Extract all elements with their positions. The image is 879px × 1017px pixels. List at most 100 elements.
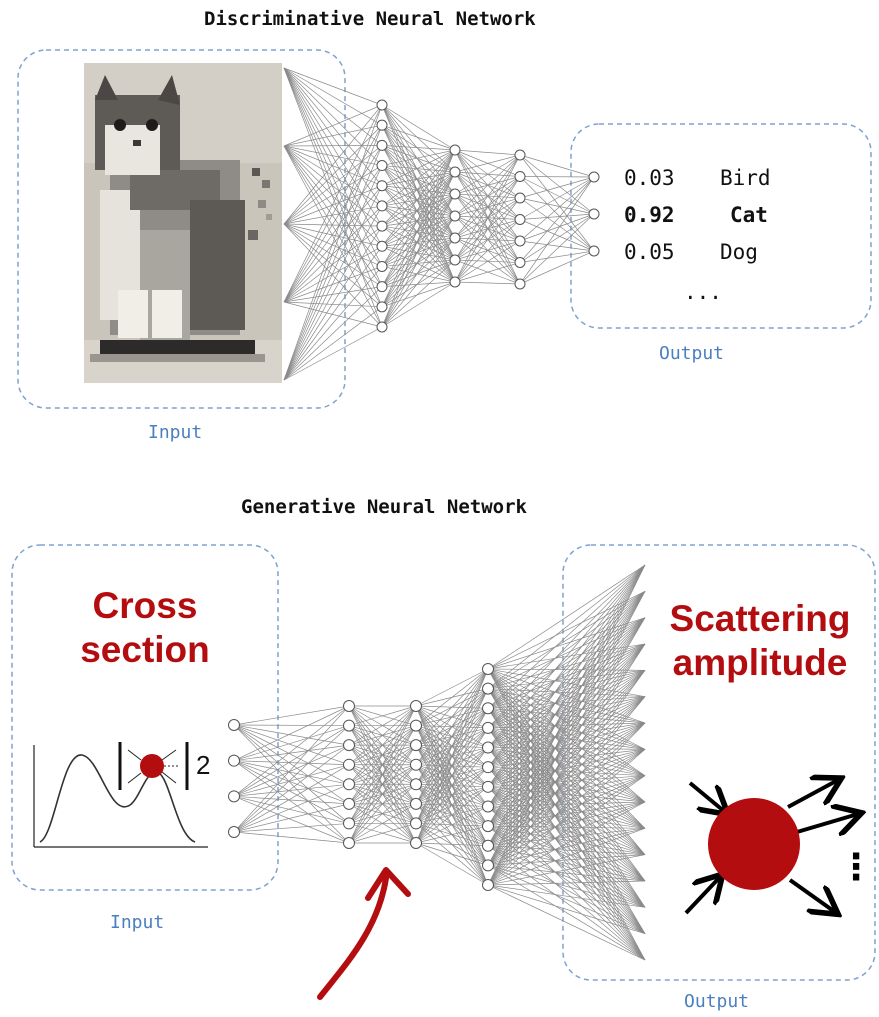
network-edge (381, 225, 456, 261)
network-edge (519, 213, 595, 263)
network-edge (487, 722, 646, 827)
network-edge (283, 67, 383, 287)
network-edge (348, 705, 417, 785)
network-edge (233, 796, 350, 844)
network-edge (487, 617, 646, 866)
network-edge (519, 154, 595, 215)
network-edge (283, 104, 383, 381)
network-edge (487, 617, 646, 827)
gen-output-label: Output (684, 991, 750, 1012)
network-edge (381, 149, 456, 267)
network-node (376, 119, 388, 131)
network-node (449, 210, 461, 222)
network-node (449, 232, 461, 244)
network-edge (454, 154, 521, 195)
network-edge (381, 165, 456, 261)
network-edge (487, 801, 646, 827)
network-edge (487, 591, 646, 768)
network-edge (283, 67, 383, 207)
network-edge (381, 193, 456, 328)
network-edge (283, 145, 383, 207)
network-edge (283, 145, 383, 287)
network-edge (381, 266, 456, 283)
network-edge (381, 215, 456, 308)
network-edge (283, 125, 383, 381)
network-edge (487, 670, 646, 846)
network-edge (519, 154, 595, 178)
network-edge (381, 171, 456, 187)
network-edge (381, 149, 456, 207)
network-edge (487, 825, 646, 882)
network-edge (487, 617, 646, 807)
network-edge (487, 884, 646, 961)
network-edge (283, 124, 383, 225)
network-edge (519, 176, 595, 220)
network-node (343, 719, 355, 732)
network-edge (487, 591, 646, 866)
network-edge (283, 165, 383, 381)
network-edge (519, 176, 595, 199)
network-edge (487, 617, 646, 670)
network-edge (519, 176, 595, 285)
network-edge (487, 828, 646, 886)
network-edge (233, 725, 350, 833)
network-edge (519, 219, 595, 252)
network-edge (283, 301, 383, 308)
network-edge (381, 215, 456, 267)
network-edge (348, 744, 417, 844)
network-edge (487, 564, 646, 846)
network-edge (381, 237, 456, 328)
network-edge (283, 145, 383, 267)
network-edge (519, 197, 595, 215)
network-edge (348, 764, 417, 844)
output-value: 0.05 (624, 240, 675, 264)
network-edge (381, 193, 456, 227)
network-node (482, 820, 494, 833)
network-edge (381, 237, 456, 247)
network-edge (487, 591, 646, 807)
network-edge (381, 171, 456, 267)
network-edge (519, 176, 595, 178)
network-edge (487, 617, 646, 886)
network-node (376, 99, 388, 111)
network-edge (519, 213, 595, 220)
output-class: Cat (730, 203, 768, 227)
network-edge (487, 825, 646, 829)
network-edge (283, 145, 383, 227)
network-edge (381, 171, 456, 227)
network-edge (487, 564, 646, 729)
network-edge (487, 617, 646, 846)
network-edge (381, 149, 456, 287)
network-node (410, 837, 422, 849)
network-edge (454, 154, 521, 283)
discriminative-title: Discriminative Neural Network (204, 8, 536, 30)
network-node (588, 208, 600, 220)
network-node (228, 826, 240, 838)
network-edge (381, 281, 456, 308)
network-edge (348, 705, 417, 844)
network-edge (283, 67, 383, 146)
network-node (376, 240, 388, 252)
network-edge (381, 145, 456, 239)
network-edge (415, 842, 489, 847)
network-edge (348, 725, 417, 844)
network-edge (381, 259, 456, 308)
network-edge (519, 213, 595, 242)
network-node (410, 797, 422, 810)
network-edge (283, 145, 383, 187)
network-edge (283, 145, 383, 166)
output-row-bird: 0.03 Bird (624, 166, 771, 190)
network-edge (233, 724, 350, 824)
network-node (482, 682, 494, 695)
network-edge (381, 205, 456, 217)
network-edge (454, 176, 521, 283)
network-edge (283, 67, 383, 328)
network-node (410, 778, 422, 791)
network-edge (487, 591, 646, 689)
network-edge (381, 165, 456, 195)
network-edge (381, 124, 456, 151)
network-edge (487, 749, 646, 847)
network-edge (487, 722, 646, 847)
network-edge (233, 724, 350, 726)
